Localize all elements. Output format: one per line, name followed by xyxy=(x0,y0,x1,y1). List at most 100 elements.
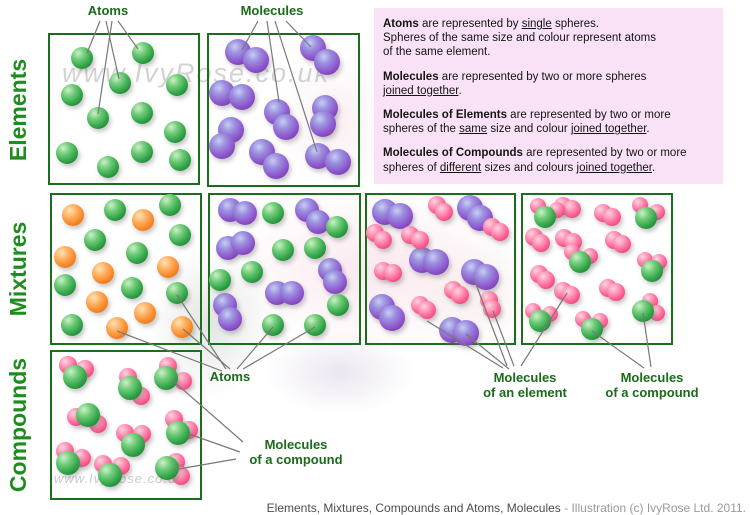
info-box: Atoms are represented by single spheres.… xyxy=(374,8,723,184)
green-atom-sphere xyxy=(166,282,188,304)
row-label-mixtures: Mixtures xyxy=(5,221,31,317)
pink-molecule-sphere xyxy=(451,286,469,304)
green-atom-sphere xyxy=(529,310,551,332)
top-label-atoms: Atoms xyxy=(87,3,129,18)
green-atom-sphere xyxy=(63,365,87,389)
green-atom-sphere xyxy=(56,142,78,164)
green-atom-sphere xyxy=(126,242,148,264)
orange-atom-sphere xyxy=(106,317,128,339)
info-term: Atoms xyxy=(383,18,419,30)
info-text: . xyxy=(646,123,650,136)
purple-molecule-sphere xyxy=(263,153,289,179)
green-atom-sphere xyxy=(304,314,326,336)
green-atom-sphere xyxy=(159,194,181,216)
info-paragraph: Molecules of Compounds are represented b… xyxy=(383,146,714,174)
green-atom-sphere xyxy=(327,294,349,316)
green-atom-sphere xyxy=(154,366,178,390)
annotation-molecules-of-an-element: Molecules of an element xyxy=(483,370,567,400)
annotation-atoms: Atoms xyxy=(209,369,251,384)
pink-molecule-sphere xyxy=(563,200,581,218)
orange-atom-sphere xyxy=(62,204,84,226)
purple-molecule-sphere xyxy=(231,231,255,255)
purple-molecule-sphere xyxy=(453,320,479,346)
pink-molecule-sphere xyxy=(483,300,501,318)
info-text: sizes and colours xyxy=(481,161,577,174)
info-term: Molecules of Elements xyxy=(383,109,507,122)
pink-molecule-sphere xyxy=(491,223,509,241)
purple-molecule-sphere xyxy=(379,305,405,331)
info-paragraph: Molecules of Elements are represented by… xyxy=(383,108,714,136)
orange-atom-sphere xyxy=(134,302,156,324)
green-atom-sphere xyxy=(155,456,179,480)
purple-molecule-sphere xyxy=(209,133,235,159)
pink-molecule-sphere xyxy=(384,264,402,282)
green-atom-sphere xyxy=(632,300,654,322)
green-atom-sphere xyxy=(262,202,284,224)
green-atom-sphere xyxy=(534,206,556,228)
green-atom-sphere xyxy=(98,463,122,487)
pink-molecule-sphere xyxy=(603,208,621,226)
green-atom-sphere xyxy=(209,269,231,291)
green-atom-sphere xyxy=(84,229,106,251)
pink-molecule-sphere xyxy=(411,231,429,249)
info-term: Molecules xyxy=(383,70,439,83)
green-atom-sphere xyxy=(118,376,142,400)
info-paragraph: Molecules are represented by two or more… xyxy=(383,70,714,98)
purple-molecule-sphere xyxy=(310,111,336,137)
green-atom-sphere xyxy=(87,107,109,129)
row-label-compounds: Compounds xyxy=(5,357,31,493)
pink-molecule-sphere xyxy=(435,203,453,221)
green-atom-sphere xyxy=(121,433,145,457)
info-text: single xyxy=(521,18,552,30)
info-text: are represented by two or more spheres o… xyxy=(383,109,671,136)
green-atom-sphere xyxy=(641,260,663,282)
green-atom-sphere xyxy=(54,274,76,296)
green-atom-sphere xyxy=(97,156,119,178)
green-atom-sphere xyxy=(569,251,591,273)
green-atom-sphere xyxy=(131,102,153,124)
green-atom-sphere xyxy=(262,314,284,336)
green-atom-sphere xyxy=(61,314,83,336)
green-atom-sphere xyxy=(581,318,603,340)
annotation-molecules-of-a-compound-2: Molecules of a compound xyxy=(605,370,699,400)
purple-molecule-sphere xyxy=(325,149,351,175)
green-atom-sphere xyxy=(121,277,143,299)
pink-molecule-sphere xyxy=(532,234,550,252)
caption-credit: - Illustration (c) IvyRose Ltd. 2011. xyxy=(560,501,746,515)
green-atom-sphere xyxy=(132,42,154,64)
pink-molecule-sphere xyxy=(418,301,436,319)
caption: Elements, Mixtures, Compounds and Atoms,… xyxy=(267,501,746,515)
pink-molecule-sphere xyxy=(562,286,580,304)
annotation-molecules-of-a-compound: Molecules of a compound xyxy=(249,437,343,467)
green-atom-sphere xyxy=(56,451,80,475)
green-atom-sphere xyxy=(71,47,93,69)
green-atom-sphere xyxy=(166,421,190,445)
info-text: same xyxy=(459,123,488,136)
green-atom-sphere xyxy=(166,74,188,96)
info-text: . xyxy=(651,161,656,174)
pink-molecule-sphere xyxy=(613,235,631,253)
orange-atom-sphere xyxy=(157,256,179,278)
info-text: joined together xyxy=(570,123,647,136)
green-atom-sphere xyxy=(76,403,100,427)
green-atom-sphere xyxy=(169,224,191,246)
orange-atom-sphere xyxy=(54,246,76,268)
info-text: spheres. Spheres of the same size and co… xyxy=(383,18,656,59)
info-text: are represented by two or more spheres xyxy=(441,70,647,83)
orange-atom-sphere xyxy=(132,209,154,231)
pink-molecule-sphere xyxy=(537,271,555,289)
green-atom-sphere xyxy=(326,216,348,238)
pink-molecule-sphere xyxy=(607,283,625,301)
green-atom-sphere xyxy=(131,141,153,163)
info-text: . xyxy=(458,84,462,97)
info-text: are represented by xyxy=(418,18,522,30)
top-label-molecules: Molecules xyxy=(240,3,304,18)
purple-molecule-sphere xyxy=(280,281,304,305)
orange-atom-sphere xyxy=(171,316,193,338)
green-atom-sphere xyxy=(169,149,191,171)
orange-atom-sphere xyxy=(86,291,108,313)
info-text: joined together xyxy=(576,161,652,174)
purple-molecule-sphere xyxy=(423,249,449,275)
purple-molecule-sphere xyxy=(243,47,269,73)
